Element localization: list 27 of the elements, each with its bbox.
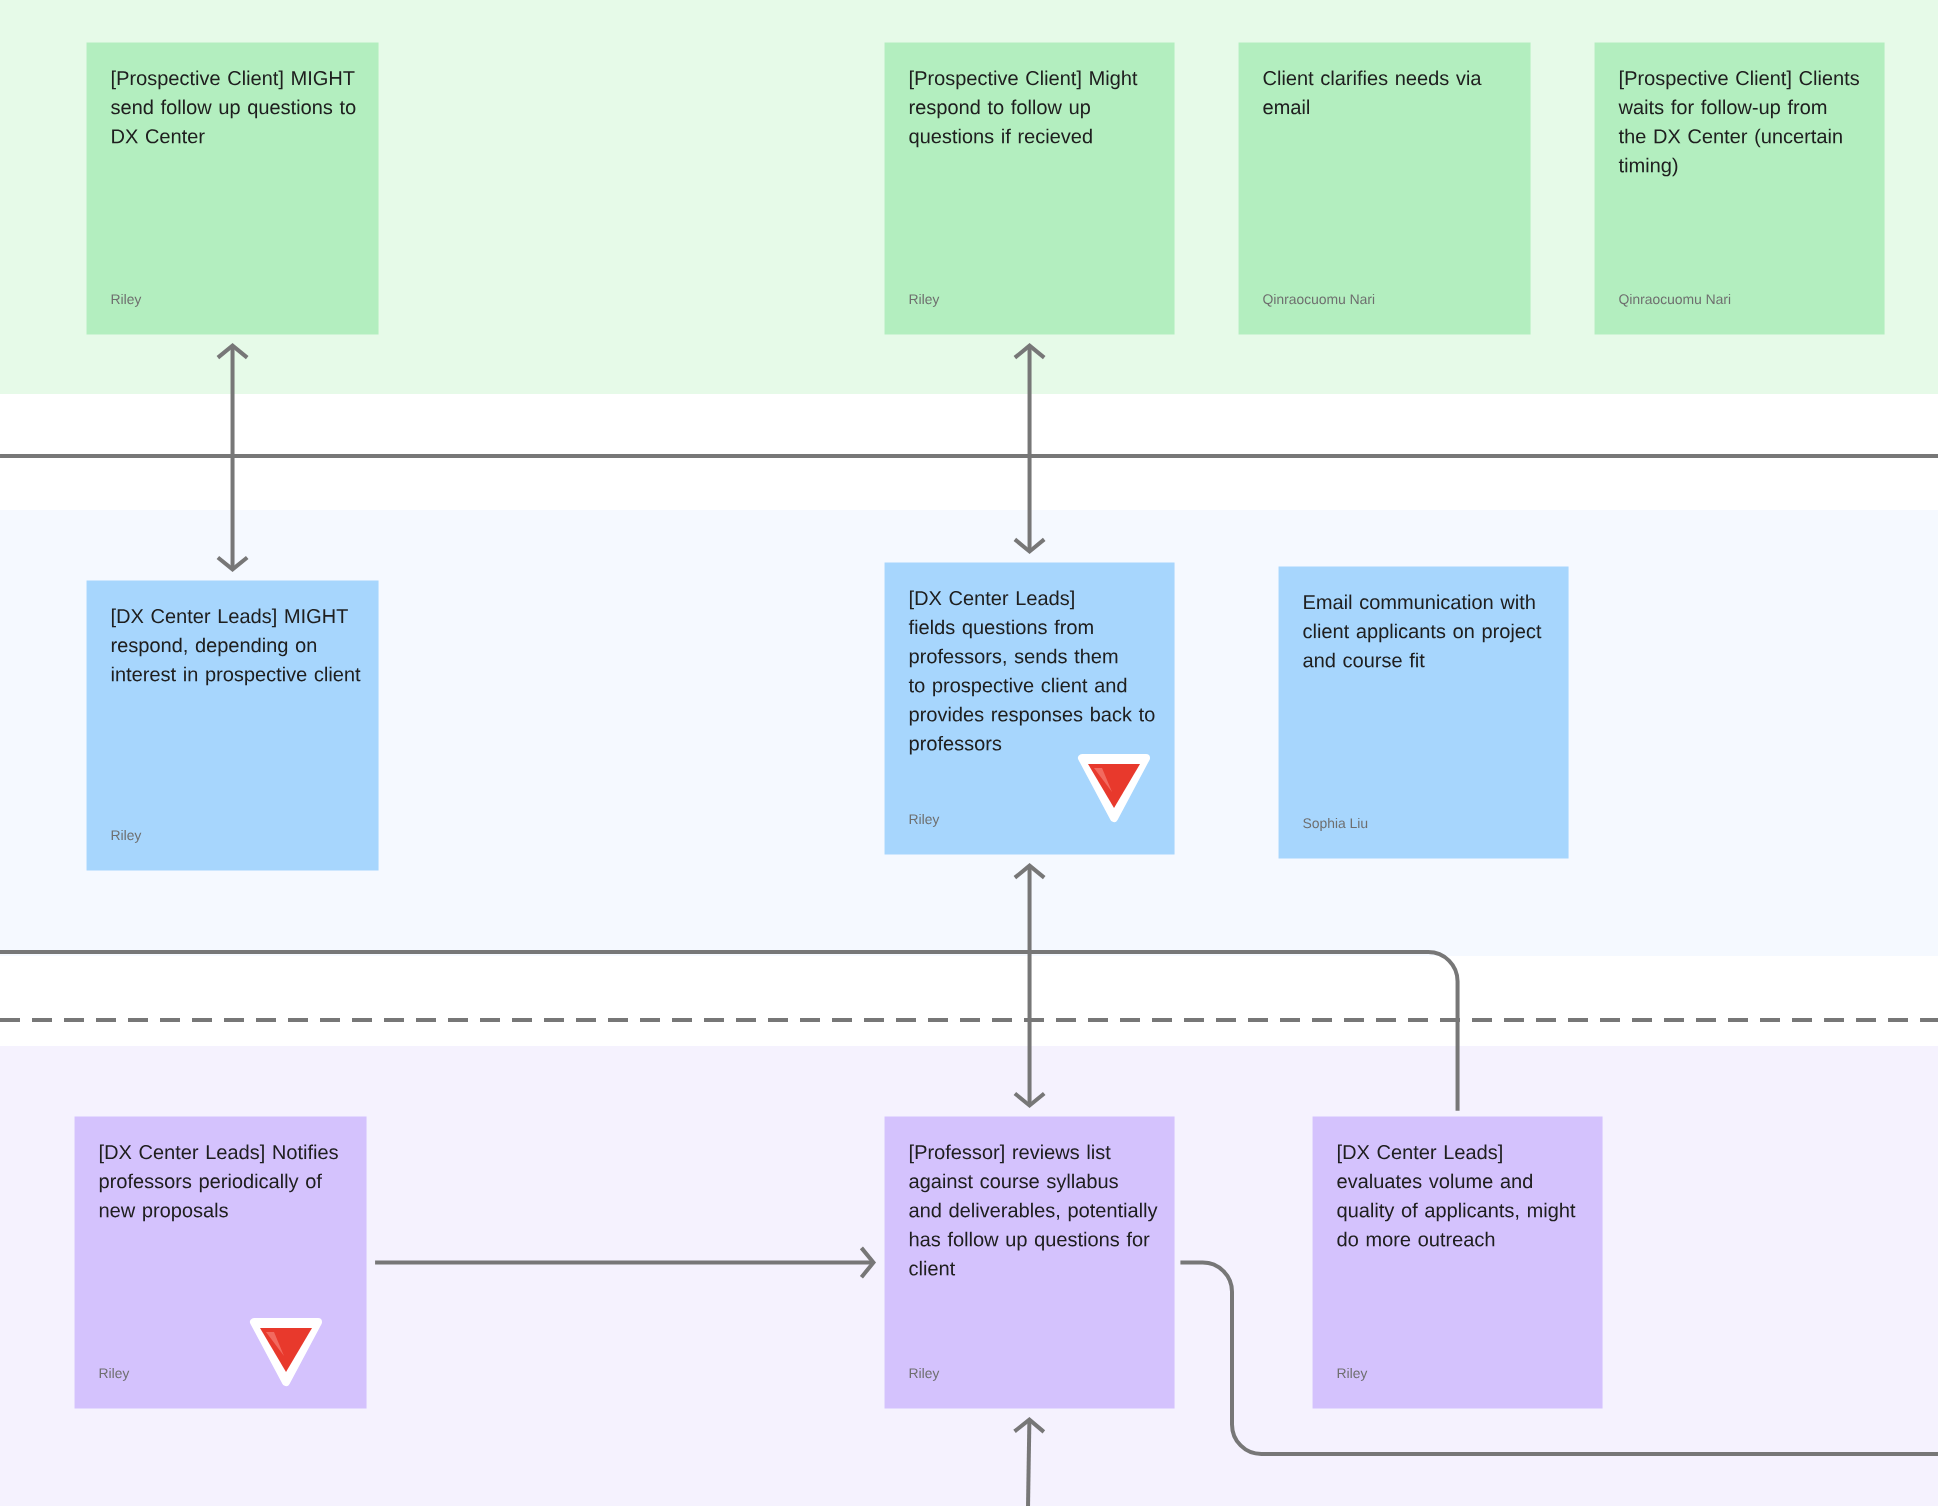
connector-line [1180,1260,1938,1456]
sticky-note [884,1116,1175,1409]
sticky-note [1238,42,1531,335]
double-arrow [216,343,249,572]
double-arrow [1013,343,1046,554]
double-arrow [1013,863,1046,1108]
note-text: [DX Center Leads] evaluates volume and quality of applicants, might do more outreach [1337,1144,1576,1247]
note-text: [Prospective Client] Clients waits for follow-up from the DX Center (uncertain timing) [1618,70,1859,177]
note-text: Client clarifies needs via email [1263,70,1482,115]
sticky-note [86,42,379,335]
note-text: Email communication with client applicants on project and course fit [1303,594,1542,668]
sticky-note [74,1116,367,1409]
sticky-note [884,562,1175,855]
sticky-note [1312,1116,1603,1409]
connector-line [0,950,1460,1111]
sticky-note [1594,42,1885,335]
arrow [375,1246,877,1279]
note-text: [Professor] reviews list against course syllabus and deliverables, potentially has follow up questions for client [909,1144,1158,1276]
arrow [1013,1417,1046,1506]
sticky-note [86,580,379,871]
note-text: [DX Center Leads] MIGHT respond, depending on interest in prospective client [111,608,361,686]
note-text: [Prospective Client] MIGHT send follow up questions to DX Center [111,70,356,144]
note-text: [DX Center Leads] fields questions from professors, sends them to prospective client and provides responses back to professors [908,590,1155,755]
note-text: [DX Center Leads] Notifies professors periodically of new proposals [99,1144,338,1222]
sticky-note [884,42,1175,335]
note-text: [Prospective Client] Might respond to follow up questions if recieved [909,70,1138,148]
sticky-note [1278,566,1569,859]
